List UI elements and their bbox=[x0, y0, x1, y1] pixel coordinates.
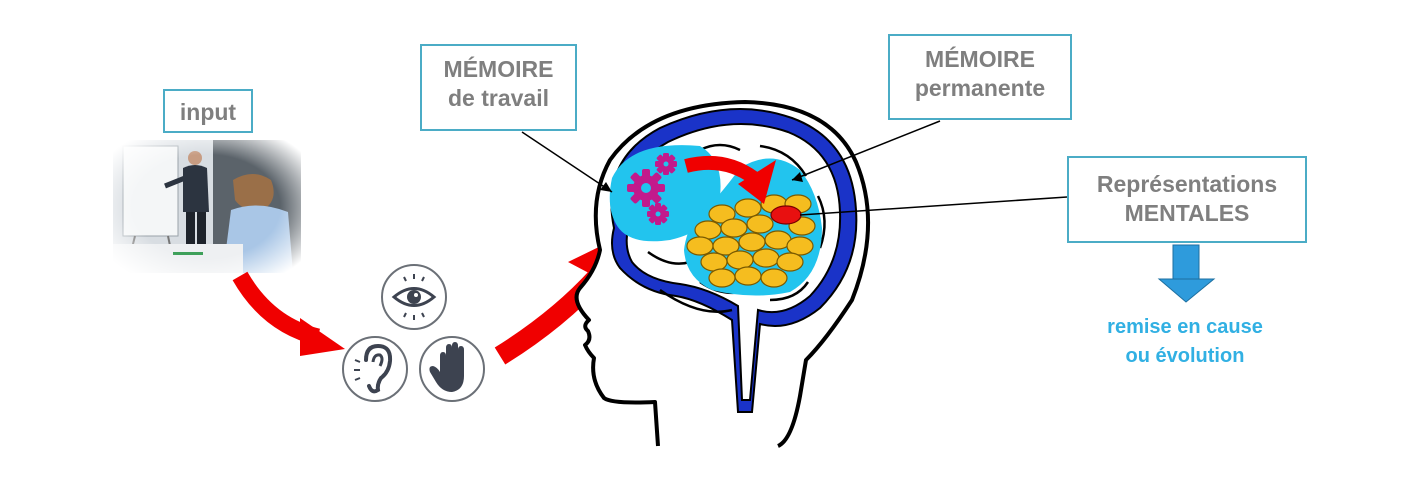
ear-icon bbox=[354, 343, 393, 394]
mental-representations-label-box: Représentations MENTALES bbox=[1067, 156, 1307, 243]
eye-icon bbox=[391, 274, 437, 320]
permanent-memory-label-line2: permanente bbox=[914, 74, 1046, 101]
mental-representation-dot bbox=[770, 205, 802, 225]
gear-icon-large bbox=[627, 169, 665, 207]
input-label: input bbox=[179, 99, 237, 125]
input-label-box: input bbox=[163, 89, 253, 133]
evolution-note: remise en cause ou évolution bbox=[1075, 313, 1295, 371]
presentation-photo bbox=[113, 140, 301, 273]
down-arrow-icon bbox=[1157, 244, 1216, 303]
connector-permanent-memory bbox=[791, 120, 941, 182]
connector-working-memory bbox=[521, 131, 613, 193]
gear-icon-small-bottom bbox=[647, 203, 669, 225]
ear-circle bbox=[342, 336, 408, 402]
eye-circle bbox=[381, 264, 447, 330]
mental-representations-label-line1: Représentations bbox=[1096, 171, 1278, 197]
connector-mental-representations bbox=[799, 196, 1068, 216]
permanent-memory-label-line1: MÉMOIRE bbox=[925, 46, 1035, 72]
working-memory-label-line1: MÉMOIRE bbox=[443, 56, 554, 82]
arrow-working-to-permanent-memory bbox=[684, 155, 776, 204]
memory-cells bbox=[686, 194, 816, 288]
arrow-input-to-senses bbox=[232, 271, 345, 356]
mental-representations-label-line2: MENTALES bbox=[1124, 199, 1250, 226]
working-memory-label-box: MÉMOIRE de travail bbox=[420, 44, 577, 131]
evolution-note-line2: ou évolution bbox=[1125, 345, 1245, 367]
hand-icon bbox=[429, 342, 464, 392]
evolution-note-line1: remise en cause bbox=[1107, 316, 1263, 338]
hand-circle bbox=[419, 336, 485, 402]
gear-icon-small-top bbox=[655, 153, 677, 175]
permanent-memory-label-box: MÉMOIRE permanente bbox=[888, 34, 1072, 120]
working-memory-label-line2: de travail bbox=[448, 84, 549, 111]
